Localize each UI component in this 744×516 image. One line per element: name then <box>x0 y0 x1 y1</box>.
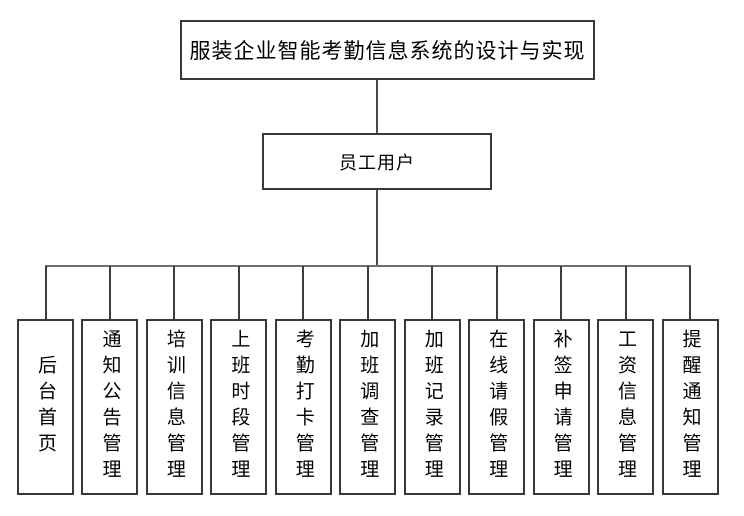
leaf-label-2: 通知公告管理 <box>99 329 121 485</box>
connector-drop-7 <box>431 266 434 319</box>
leaf-label-6: 加班调查管理 <box>357 329 379 485</box>
connector-drop-11 <box>689 266 691 319</box>
connector-drop-1 <box>44 266 47 319</box>
leaf-label-7: 加班记录管理 <box>421 329 443 485</box>
leaf-box-10: 工资信息管理 <box>597 319 655 495</box>
root-label: 员工用户 <box>339 152 415 173</box>
leaf-label-11: 提醒通知管理 <box>679 329 701 485</box>
leaf-label-9: 补签申请管理 <box>550 329 572 485</box>
leaf-box-6: 加班调查管理 <box>339 319 397 495</box>
connector-drop-5 <box>302 266 305 319</box>
leaf-box-3: 培训信息管理 <box>145 319 203 495</box>
leaf-box-4: 上班时段管理 <box>210 319 268 495</box>
leaf-label-3: 培训信息管理 <box>163 329 185 485</box>
title-box: 服装企业智能考勤信息系统的设计与实现 <box>180 20 595 80</box>
leaf-box-11: 提醒通知管理 <box>661 319 719 495</box>
connector-drop-9 <box>560 266 563 319</box>
leaf-box-5: 考勤打卡管理 <box>274 319 332 495</box>
diagram-title: 服装企业智能考勤信息系统的设计与实现 <box>189 39 586 63</box>
connector-drop-10 <box>624 266 627 319</box>
connector-drop-2 <box>108 266 111 319</box>
connector-title-to-root <box>376 80 378 133</box>
leaf-label-10: 工资信息管理 <box>615 329 637 485</box>
leaf-label-1: 后台首页 <box>35 355 56 459</box>
root-box-employee-user: 员工用户 <box>262 133 492 190</box>
connector-drop-8 <box>495 266 498 319</box>
leaf-box-8: 在线请假管理 <box>468 319 526 495</box>
leaf-label-4: 上班时段管理 <box>228 329 250 485</box>
leaf-label-5: 考勤打卡管理 <box>292 329 314 485</box>
connector-drop-3 <box>173 266 176 319</box>
leaf-box-2: 通知公告管理 <box>81 319 139 495</box>
leaf-box-9: 补签申请管理 <box>532 319 590 495</box>
connector-drop-6 <box>366 266 369 319</box>
leaf-box-7: 加班记录管理 <box>403 319 461 495</box>
leaf-label-8: 在线请假管理 <box>486 329 508 485</box>
connector-root-to-bus <box>376 190 378 266</box>
leaf-box-1: 后台首页 <box>17 319 74 495</box>
connector-drop-4 <box>237 266 240 319</box>
